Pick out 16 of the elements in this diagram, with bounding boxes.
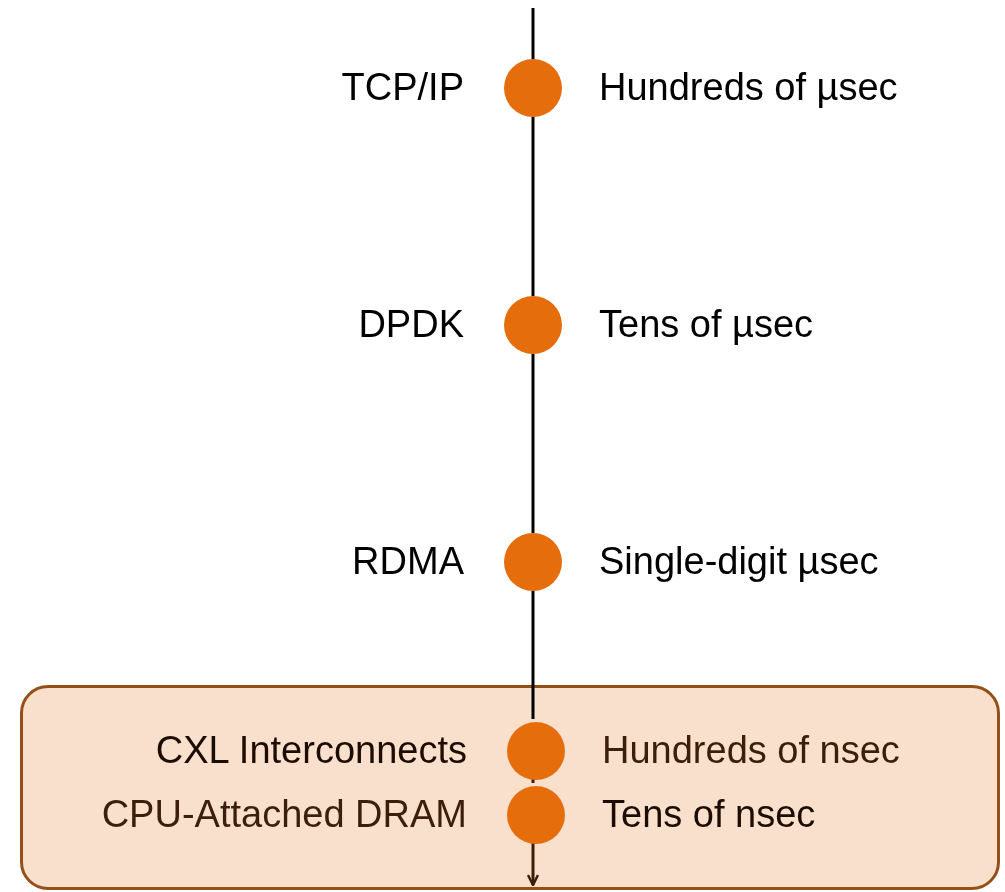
- technology-label: DPDK: [358, 304, 464, 346]
- technology-label: RDMA: [352, 541, 464, 583]
- latency-label: Tens of µsec: [599, 304, 814, 346]
- technology-label: TCP/IP: [341, 67, 464, 109]
- technology-label: CPU-Attached DRAM: [101, 794, 467, 836]
- connector-line: [531, 8, 535, 59]
- latency-label: Hundreds of µsec: [599, 67, 898, 109]
- connector-line: [531, 117, 535, 296]
- latency-label: Hundreds of nsec: [602, 730, 900, 772]
- connector-line: [531, 591, 535, 719]
- connector-line: [531, 354, 535, 533]
- latency-label: Tens of nsec: [602, 794, 816, 836]
- highlight-band: [20, 685, 1000, 890]
- arrow: [526, 841, 540, 887]
- latency-label: Single-digit µsec: [599, 541, 879, 583]
- technology-label: CXL Interconnects: [155, 730, 467, 772]
